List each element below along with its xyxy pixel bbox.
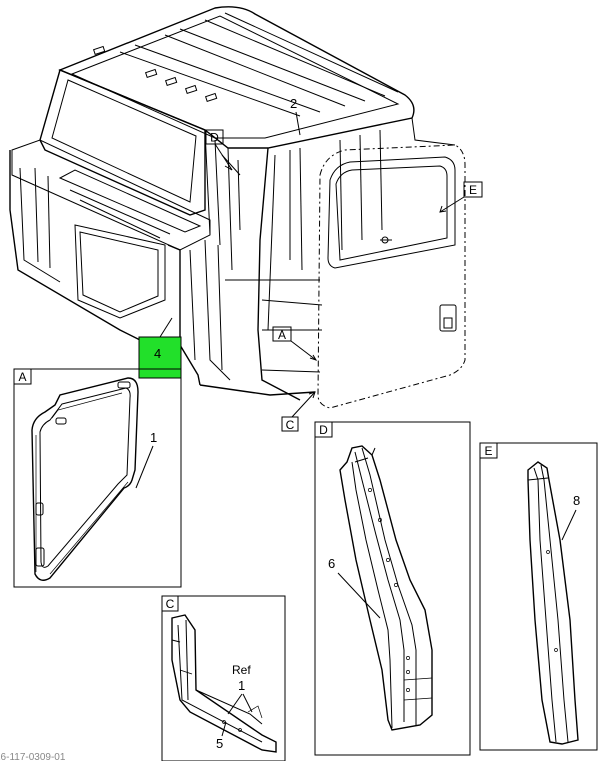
view-tag-a-main-label: A bbox=[278, 328, 286, 342]
callout-4-label: 4 bbox=[154, 346, 161, 361]
detail-e-callout-8: 8 bbox=[573, 493, 580, 508]
callout-2-label: 2 bbox=[290, 96, 297, 111]
detail-a-callout-1: 1 bbox=[150, 430, 157, 445]
detail-a-tag: A bbox=[18, 370, 26, 384]
detail-d-tag: D bbox=[319, 423, 328, 437]
view-tag-e-main: E bbox=[439, 181, 483, 213]
highlight-box[interactable] bbox=[138, 336, 182, 379]
figure-id: 16-117-0309-01 bbox=[0, 752, 66, 761]
detail-c-ref-label: Ref bbox=[232, 663, 251, 677]
view-tag-d-main: D bbox=[205, 129, 233, 171]
view-tag-c-main-label: C bbox=[286, 418, 295, 432]
detail-e: E 8 bbox=[479, 442, 598, 751]
detail-c: C Ref 1 5 bbox=[161, 595, 286, 761]
detail-e-frame bbox=[479, 442, 598, 751]
detail-a-frame bbox=[13, 368, 182, 588]
view-tag-e-main-label: E bbox=[469, 183, 477, 197]
detail-d-frame bbox=[314, 421, 471, 756]
callout-2: 2 bbox=[290, 96, 301, 136]
detail-c-frame bbox=[161, 595, 286, 761]
detail-d: D 6 bbox=[314, 421, 471, 756]
detail-c-callout-1: 1 bbox=[238, 678, 245, 693]
detail-c-tag: C bbox=[166, 597, 175, 611]
detail-c-callout-5: 5 bbox=[216, 736, 223, 751]
view-tag-d-main-label: D bbox=[210, 131, 219, 145]
cab-illustration bbox=[9, 6, 466, 409]
detail-d-callout-6: 6 bbox=[328, 556, 335, 571]
view-tag-c-main: C bbox=[281, 391, 316, 432]
view-tag-a-main: A bbox=[272, 326, 318, 361]
detail-a: A 1 bbox=[13, 368, 182, 588]
highlighted-callout-4[interactable]: 4 bbox=[138, 317, 182, 379]
detail-e-tag: E bbox=[484, 444, 492, 458]
